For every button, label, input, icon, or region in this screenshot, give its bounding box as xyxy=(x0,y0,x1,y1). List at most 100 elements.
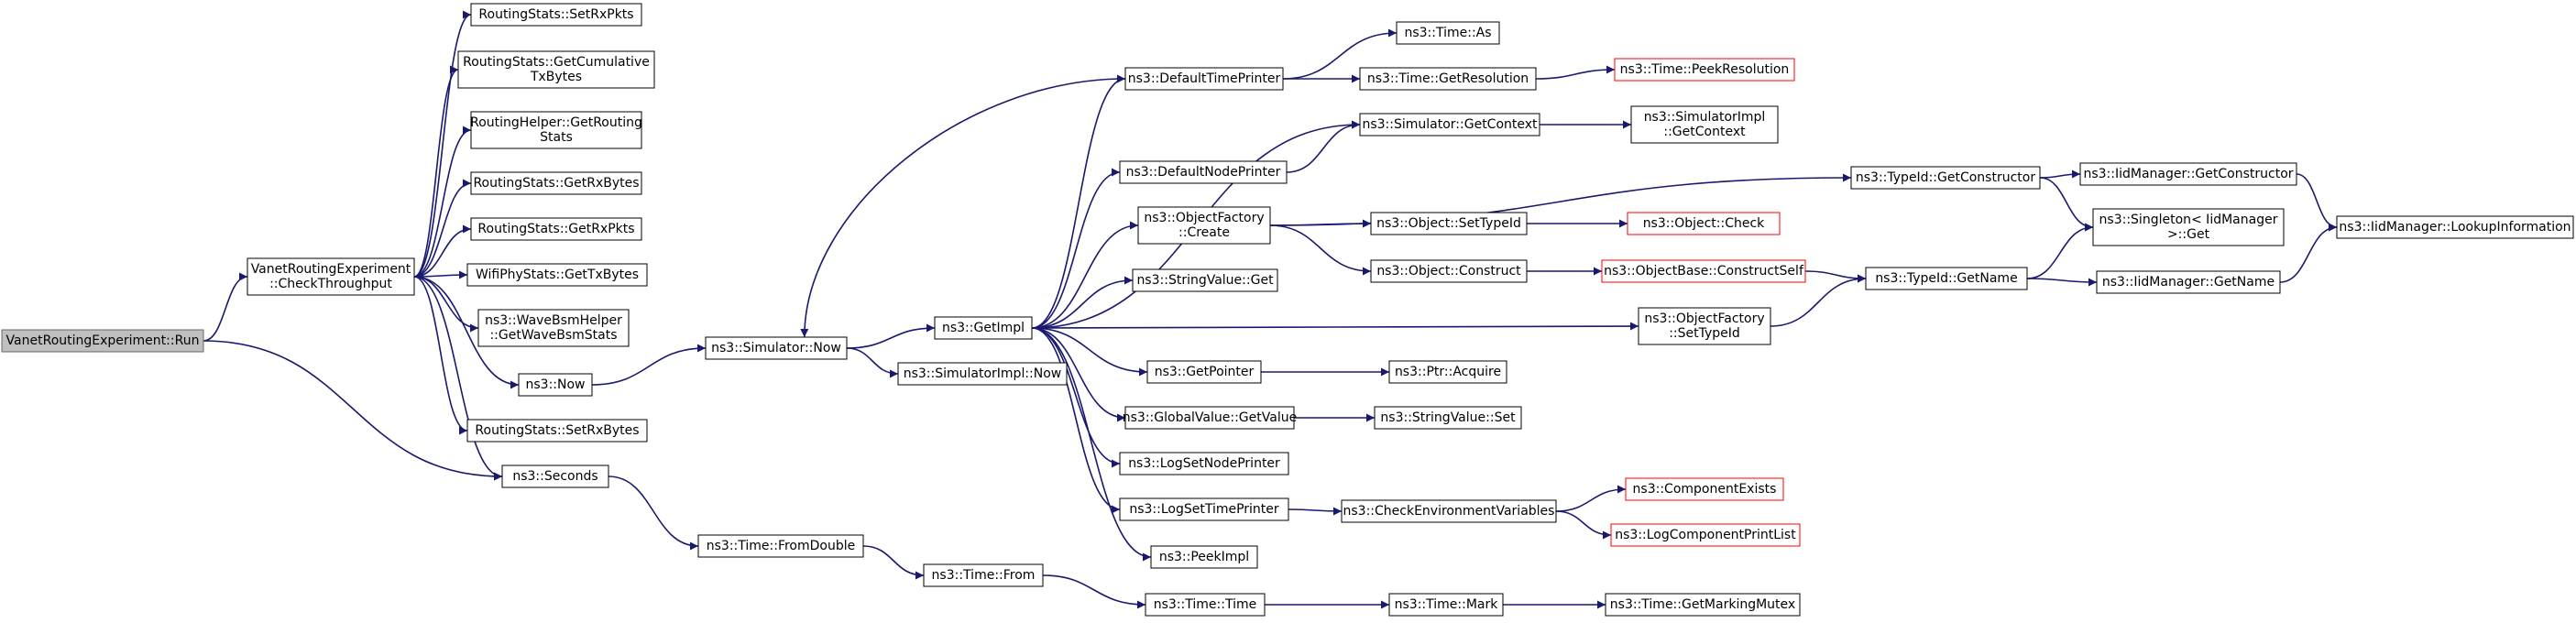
node-objfactsettid[interactable]: ns3::ObjectFactory::SetTypeId xyxy=(1638,307,1771,345)
node-timefrom[interactable]: ns3::Time::From xyxy=(923,563,1044,587)
node-label: ns3::StringValue::Set xyxy=(1380,410,1516,425)
node-label: ns3::Time::PeekResolution xyxy=(1620,62,1790,77)
node-box xyxy=(1850,166,2041,190)
node-objbasecs[interactable]: ns3::ObjectBase::ConstructSelf xyxy=(1601,259,1806,283)
node-box xyxy=(1370,259,1528,283)
node-box xyxy=(697,534,864,558)
node-strvalget[interactable]: ns3::StringValue::Get xyxy=(1132,268,1278,292)
node-setrxbytes[interactable]: RoutingStats::SetRxBytes xyxy=(466,419,648,443)
edge-objfactsettid-to-tidgetname xyxy=(1770,274,1867,327)
edge-getimpl-to-objfactcreate xyxy=(1031,221,1139,329)
node-label: ns3::TypeId::GetConstructor xyxy=(1856,170,2035,185)
node-label: ns3::Object::Construct xyxy=(1376,264,1521,279)
edge-check-to-setrxbytes xyxy=(413,276,468,435)
edge-checkenv-to-compexists xyxy=(1555,485,1627,512)
node-objsettid[interactable]: ns3::Object::SetTypeId xyxy=(1370,212,1528,235)
node-box xyxy=(1137,206,1271,245)
edge-getimpl-to-logsetnode xyxy=(1031,327,1121,468)
node-simnow[interactable]: ns3::Simulator::Now xyxy=(705,336,848,360)
node-label: ns3::Singleton< IidManager xyxy=(2099,213,2278,227)
node-box xyxy=(1630,105,1779,144)
node-box xyxy=(466,419,648,443)
node-getrxbytes[interactable]: RoutingStats::GetRxBytes xyxy=(470,171,642,195)
node-peekres[interactable]: ns3::Time::PeekResolution xyxy=(1614,58,1795,82)
edge-check-to-getrxpkts xyxy=(413,224,472,278)
node-label: ns3::Object::SetTypeId xyxy=(1376,216,1521,231)
edge-check-to-seconds xyxy=(413,276,503,481)
node-singleton[interactable]: ns3::Singleton< IidManager>::Get xyxy=(2092,208,2285,246)
edge-getimpl-to-gvgetvalue xyxy=(1031,327,1126,422)
node-timetime[interactable]: ns3::Time::Time xyxy=(1145,593,1266,617)
node-box xyxy=(1,329,204,353)
node-tidgetname[interactable]: ns3::TypeId::GetName xyxy=(1865,267,2028,290)
node-label: ns3::GlobalValue::GetValue xyxy=(1123,410,1297,425)
node-objfactcreate[interactable]: ns3::ObjectFactory::Create xyxy=(1137,206,1271,245)
edge-deftime-to-timeas xyxy=(1282,28,1398,80)
edge-getimpl-to-deftime xyxy=(1031,74,1126,329)
node-now[interactable]: ns3::Now xyxy=(518,373,593,397)
node-tidgetctor[interactable]: ns3::TypeId::GetConstructor xyxy=(1850,166,2041,190)
node-label: ns3::ObjectFactory xyxy=(1644,312,1764,326)
node-getrxpkts[interactable]: RoutingStats::GetRxPkts xyxy=(470,217,642,241)
node-box xyxy=(1374,406,1522,430)
node-timegetres[interactable]: ns3::Time::GetResolution xyxy=(1359,67,1537,91)
node-check[interactable]: VanetRoutingExperiment::CheckThroughput xyxy=(247,257,415,296)
node-wavebsm[interactable]: ns3::WaveBsmHelper::GetWaveBsmStats xyxy=(477,309,630,347)
node-timeas[interactable]: ns3::Time::As xyxy=(1396,21,1500,45)
node-label: ns3::Time::Time xyxy=(1154,597,1256,612)
node-box xyxy=(1119,160,1288,184)
node-objcheck[interactable]: ns3::Object::Check xyxy=(1627,212,1781,235)
node-strvalset[interactable]: ns3::StringValue::Set xyxy=(1374,406,1522,430)
node-setrxpkts[interactable]: RoutingStats::SetRxPkts xyxy=(470,3,642,27)
node-logsettime[interactable]: ns3::LogSetTimePrinter xyxy=(1119,497,1289,521)
node-label: ns3::Time::Mark xyxy=(1395,597,1499,612)
node-label: ns3::ObjectBase::ConstructSelf xyxy=(1604,264,1804,279)
node-label: ::Create xyxy=(1178,225,1230,240)
node-label: ns3::Time::GetResolution xyxy=(1367,71,1529,86)
node-logsetnode[interactable]: ns3::LogSetNodePrinter xyxy=(1119,452,1289,475)
node-label: ns3::CheckEnvironmentVariables xyxy=(1343,504,1555,519)
node-iidlookup[interactable]: ns3::IidManager::LookupInformation xyxy=(2336,215,2574,239)
edge-simnow-to-getimpl xyxy=(846,323,936,349)
edge-objfactcreate-to-objconstruct xyxy=(1269,224,1372,276)
node-box xyxy=(705,336,848,360)
node-gvgetvalue[interactable]: ns3::GlobalValue::GetValue xyxy=(1123,406,1297,430)
node-label: ns3::DefaultTimePrinter xyxy=(1128,71,1281,86)
node-iidgetctor[interactable]: ns3::IidManager::GetConstructor xyxy=(2079,162,2297,186)
node-box xyxy=(1119,452,1289,475)
node-fromdouble[interactable]: ns3::Time::FromDouble xyxy=(697,534,864,558)
node-defnode[interactable]: ns3::DefaultNodePrinter xyxy=(1119,160,1288,184)
edge-defnode-to-simgetctx xyxy=(1286,120,1361,173)
node-run[interactable]: VanetRoutingExperiment::Run xyxy=(1,329,204,353)
node-label: ns3::IidManager::LookupInformation xyxy=(2339,220,2571,235)
node-deftime[interactable]: ns3::DefaultTimePrinter xyxy=(1124,67,1284,91)
node-box xyxy=(1146,360,1262,384)
edge-iidgetctor-to-iidlookup xyxy=(2296,173,2338,232)
node-simimplctx[interactable]: ns3::SimulatorImpl::GetContext xyxy=(1630,105,1779,144)
node-box xyxy=(1370,212,1528,235)
node-getmarkmutex[interactable]: ns3::Time::GetMarkingMutex xyxy=(1605,593,1801,617)
node-label: ns3::Object::Check xyxy=(1643,216,1765,231)
node-seconds[interactable]: ns3::Seconds xyxy=(501,465,609,488)
edge-getimpl-to-getpointer xyxy=(1031,327,1148,377)
node-checkenv[interactable]: ns3::CheckEnvironmentVariables xyxy=(1341,499,1557,523)
node-simgetctx[interactable]: ns3::Simulator::GetContext xyxy=(1359,113,1540,137)
node-box xyxy=(923,563,1044,587)
node-timemark[interactable]: ns3::Time::Mark xyxy=(1388,593,1504,617)
node-ptracquire[interactable]: ns3::Ptr::Acquire xyxy=(1388,360,1507,384)
node-simimplnow[interactable]: ns3::SimulatorImpl::Now xyxy=(897,362,1068,386)
node-wifitx[interactable]: WifiPhyStats::GetTxBytes xyxy=(466,263,648,287)
node-box xyxy=(470,3,642,27)
node-peekimpl[interactable]: ns3::PeekImpl xyxy=(1150,545,1258,569)
node-getimpl[interactable]: ns3::GetImpl xyxy=(934,316,1033,340)
node-label: ::GetContext xyxy=(1663,125,1746,139)
node-objconstruct[interactable]: ns3::Object::Construct xyxy=(1370,259,1528,283)
node-iidgetname[interactable]: ns3::IidManager::GetName xyxy=(2096,270,2281,294)
node-logcomplist[interactable]: ns3::LogComponentPrintList xyxy=(1610,523,1801,547)
node-label: RoutingStats::SetRxPkts xyxy=(478,7,633,22)
node-getpointer[interactable]: ns3::GetPointer xyxy=(1146,360,1262,384)
node-compexists[interactable]: ns3::ComponentExists xyxy=(1625,477,1784,501)
node-box xyxy=(1150,545,1258,569)
